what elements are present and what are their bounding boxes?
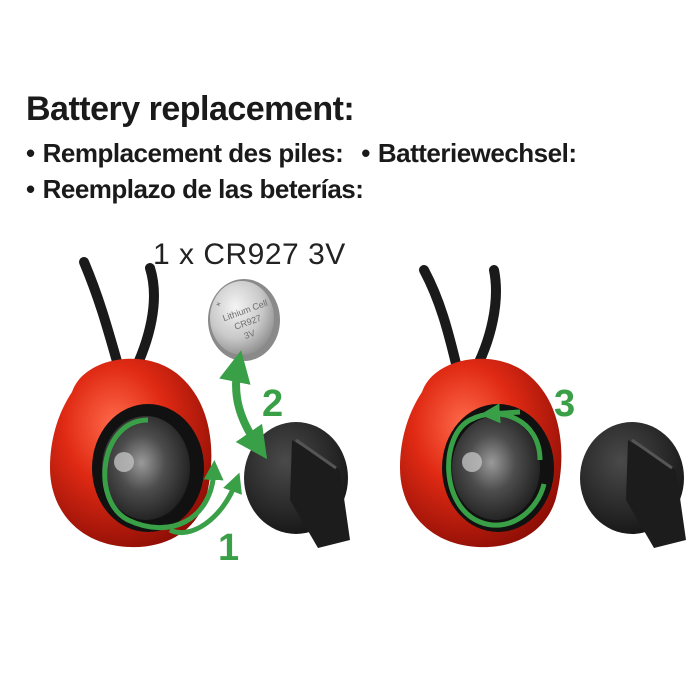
rotation-arrow-icon xyxy=(168,472,242,536)
left-unit: + Lithium Cell CR927 3V 2 1 xyxy=(50,257,350,569)
battery-cavity-inner xyxy=(102,416,190,520)
double-arrow-icon xyxy=(219,350,268,460)
black-cap xyxy=(244,422,350,548)
subtitle-line-2: •Reemplazo de las beterías: xyxy=(26,174,364,205)
subtitle-french: Remplacement des piles: xyxy=(42,138,344,168)
cord xyxy=(79,257,125,377)
step-number-2: 2 xyxy=(262,383,283,425)
step-number-3: 3 xyxy=(554,383,575,425)
svg-text:+: + xyxy=(214,299,222,310)
subtitle-german: Batteriewechsel: xyxy=(377,138,577,168)
cord xyxy=(419,265,463,377)
battery-cavity-inner xyxy=(452,416,540,520)
bullet: • xyxy=(26,174,35,204)
subtitle-line-1: •Remplacement des piles:•Batteriewechsel… xyxy=(26,138,577,169)
coin-battery: + Lithium Cell CR927 3V xyxy=(208,279,280,361)
rotation-arrow-icon xyxy=(102,417,224,531)
subtitle-spanish: Reemplazo de las beterías: xyxy=(42,174,364,204)
coin-text-3: 3V xyxy=(243,328,257,341)
step-number-1: 1 xyxy=(218,527,239,569)
right-unit: 3 xyxy=(400,265,686,548)
rotation-arrow-icon xyxy=(446,411,547,528)
bullet: • xyxy=(26,138,35,168)
bullet: • xyxy=(361,138,370,168)
black-cap xyxy=(580,422,686,548)
battery-spec-label: 1 x CR927 3V xyxy=(153,238,346,271)
page-title: Battery replacement: xyxy=(26,90,355,128)
